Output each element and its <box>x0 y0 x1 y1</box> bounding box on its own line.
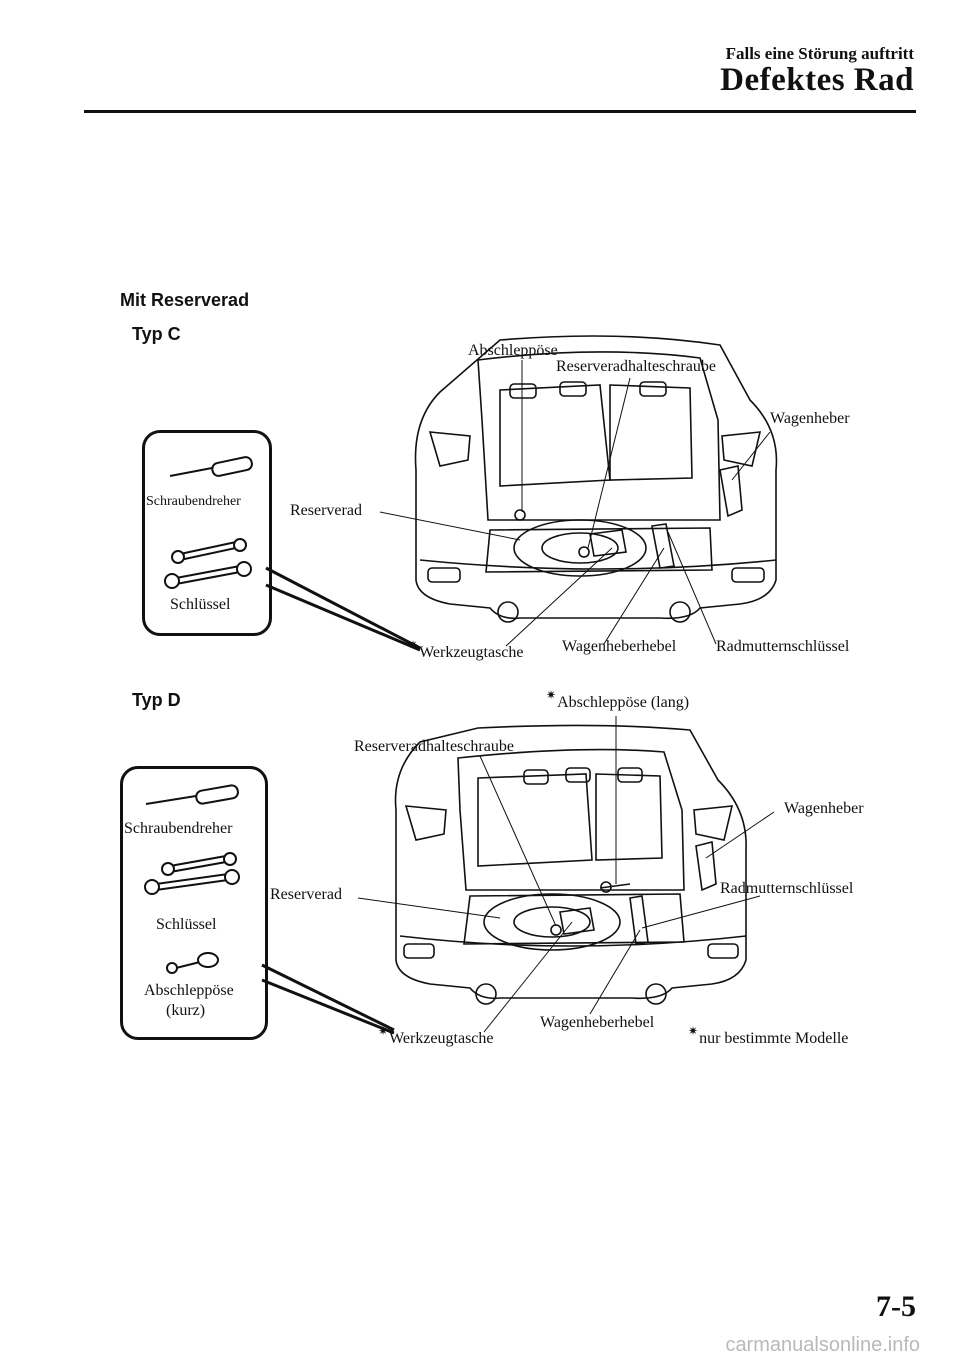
typ-d-tow-hook-long-label: ✷Abschleppöse (lang) <box>546 688 690 711</box>
typ-c-lug-wrench-label: Radmutternschlüssel <box>716 638 850 655</box>
footnote-star-icon: ✷ <box>688 1024 699 1038</box>
typ-c-tool-bag-label: ✷Werkzeugtasche <box>408 638 524 661</box>
footnote-star-icon: ✷ <box>378 1024 389 1038</box>
typ-d-tow-hook-short-label-2: (kurz) <box>166 1002 206 1019</box>
typ-d-jack-label: Wagenheber <box>784 800 864 817</box>
typ-c-spare-wheel-label: Reserverad <box>290 502 362 519</box>
typ-d-tool-bag-label: ✷Werkzeugtasche <box>378 1024 494 1047</box>
footnote-star-icon: ✷ <box>408 638 419 652</box>
typ-d-toolbox <box>120 766 268 1040</box>
typ-c-toolbox <box>142 430 272 636</box>
typ-d-label: Typ D <box>132 690 181 710</box>
typ-c-wrench-label: Schlüssel <box>170 596 231 613</box>
page-number: 7-5 <box>876 1290 916 1323</box>
typ-c-jack-label: Wagenheber <box>770 410 850 427</box>
typ-d-wrench-label: Schlüssel <box>156 916 217 933</box>
header-divider <box>84 110 916 113</box>
typ-d-spare-bolt-label: Reserveradhalteschraube <box>354 738 514 755</box>
watermark: carmanualsonline.info <box>725 1334 920 1356</box>
footnote-label: ✷nur bestimmte Modelle <box>688 1024 849 1047</box>
typ-c-label: Typ C <box>132 324 181 344</box>
page-title: Defektes Rad <box>720 62 914 98</box>
typ-d-jack-lever-label: Wagenheberhebel <box>540 1014 655 1031</box>
footnote-star-icon: ✷ <box>546 688 557 702</box>
typ-d-tow-hook-short-label-1: Abschleppöse <box>144 982 234 999</box>
chapter-title: Falls eine Störung auftritt <box>725 44 914 63</box>
figure-heading: Mit Reserverad <box>120 290 250 310</box>
typ-d-spare-wheel-label: Reserverad <box>270 886 342 903</box>
typ-d-lug-wrench-label: Radmutternschlüssel <box>720 880 854 897</box>
typ-c-spare-bolt-label: Reserveradhalteschraube <box>556 358 716 375</box>
typ-c-jack-lever-label: Wagenheberhebel <box>562 638 677 655</box>
typ-c-tow-hook-label: Abschleppöse <box>468 342 558 359</box>
typ-c-screwdriver-label: Schraubendreher <box>146 494 241 509</box>
typ-d-screwdriver-label: Schraubendreher <box>124 820 233 837</box>
